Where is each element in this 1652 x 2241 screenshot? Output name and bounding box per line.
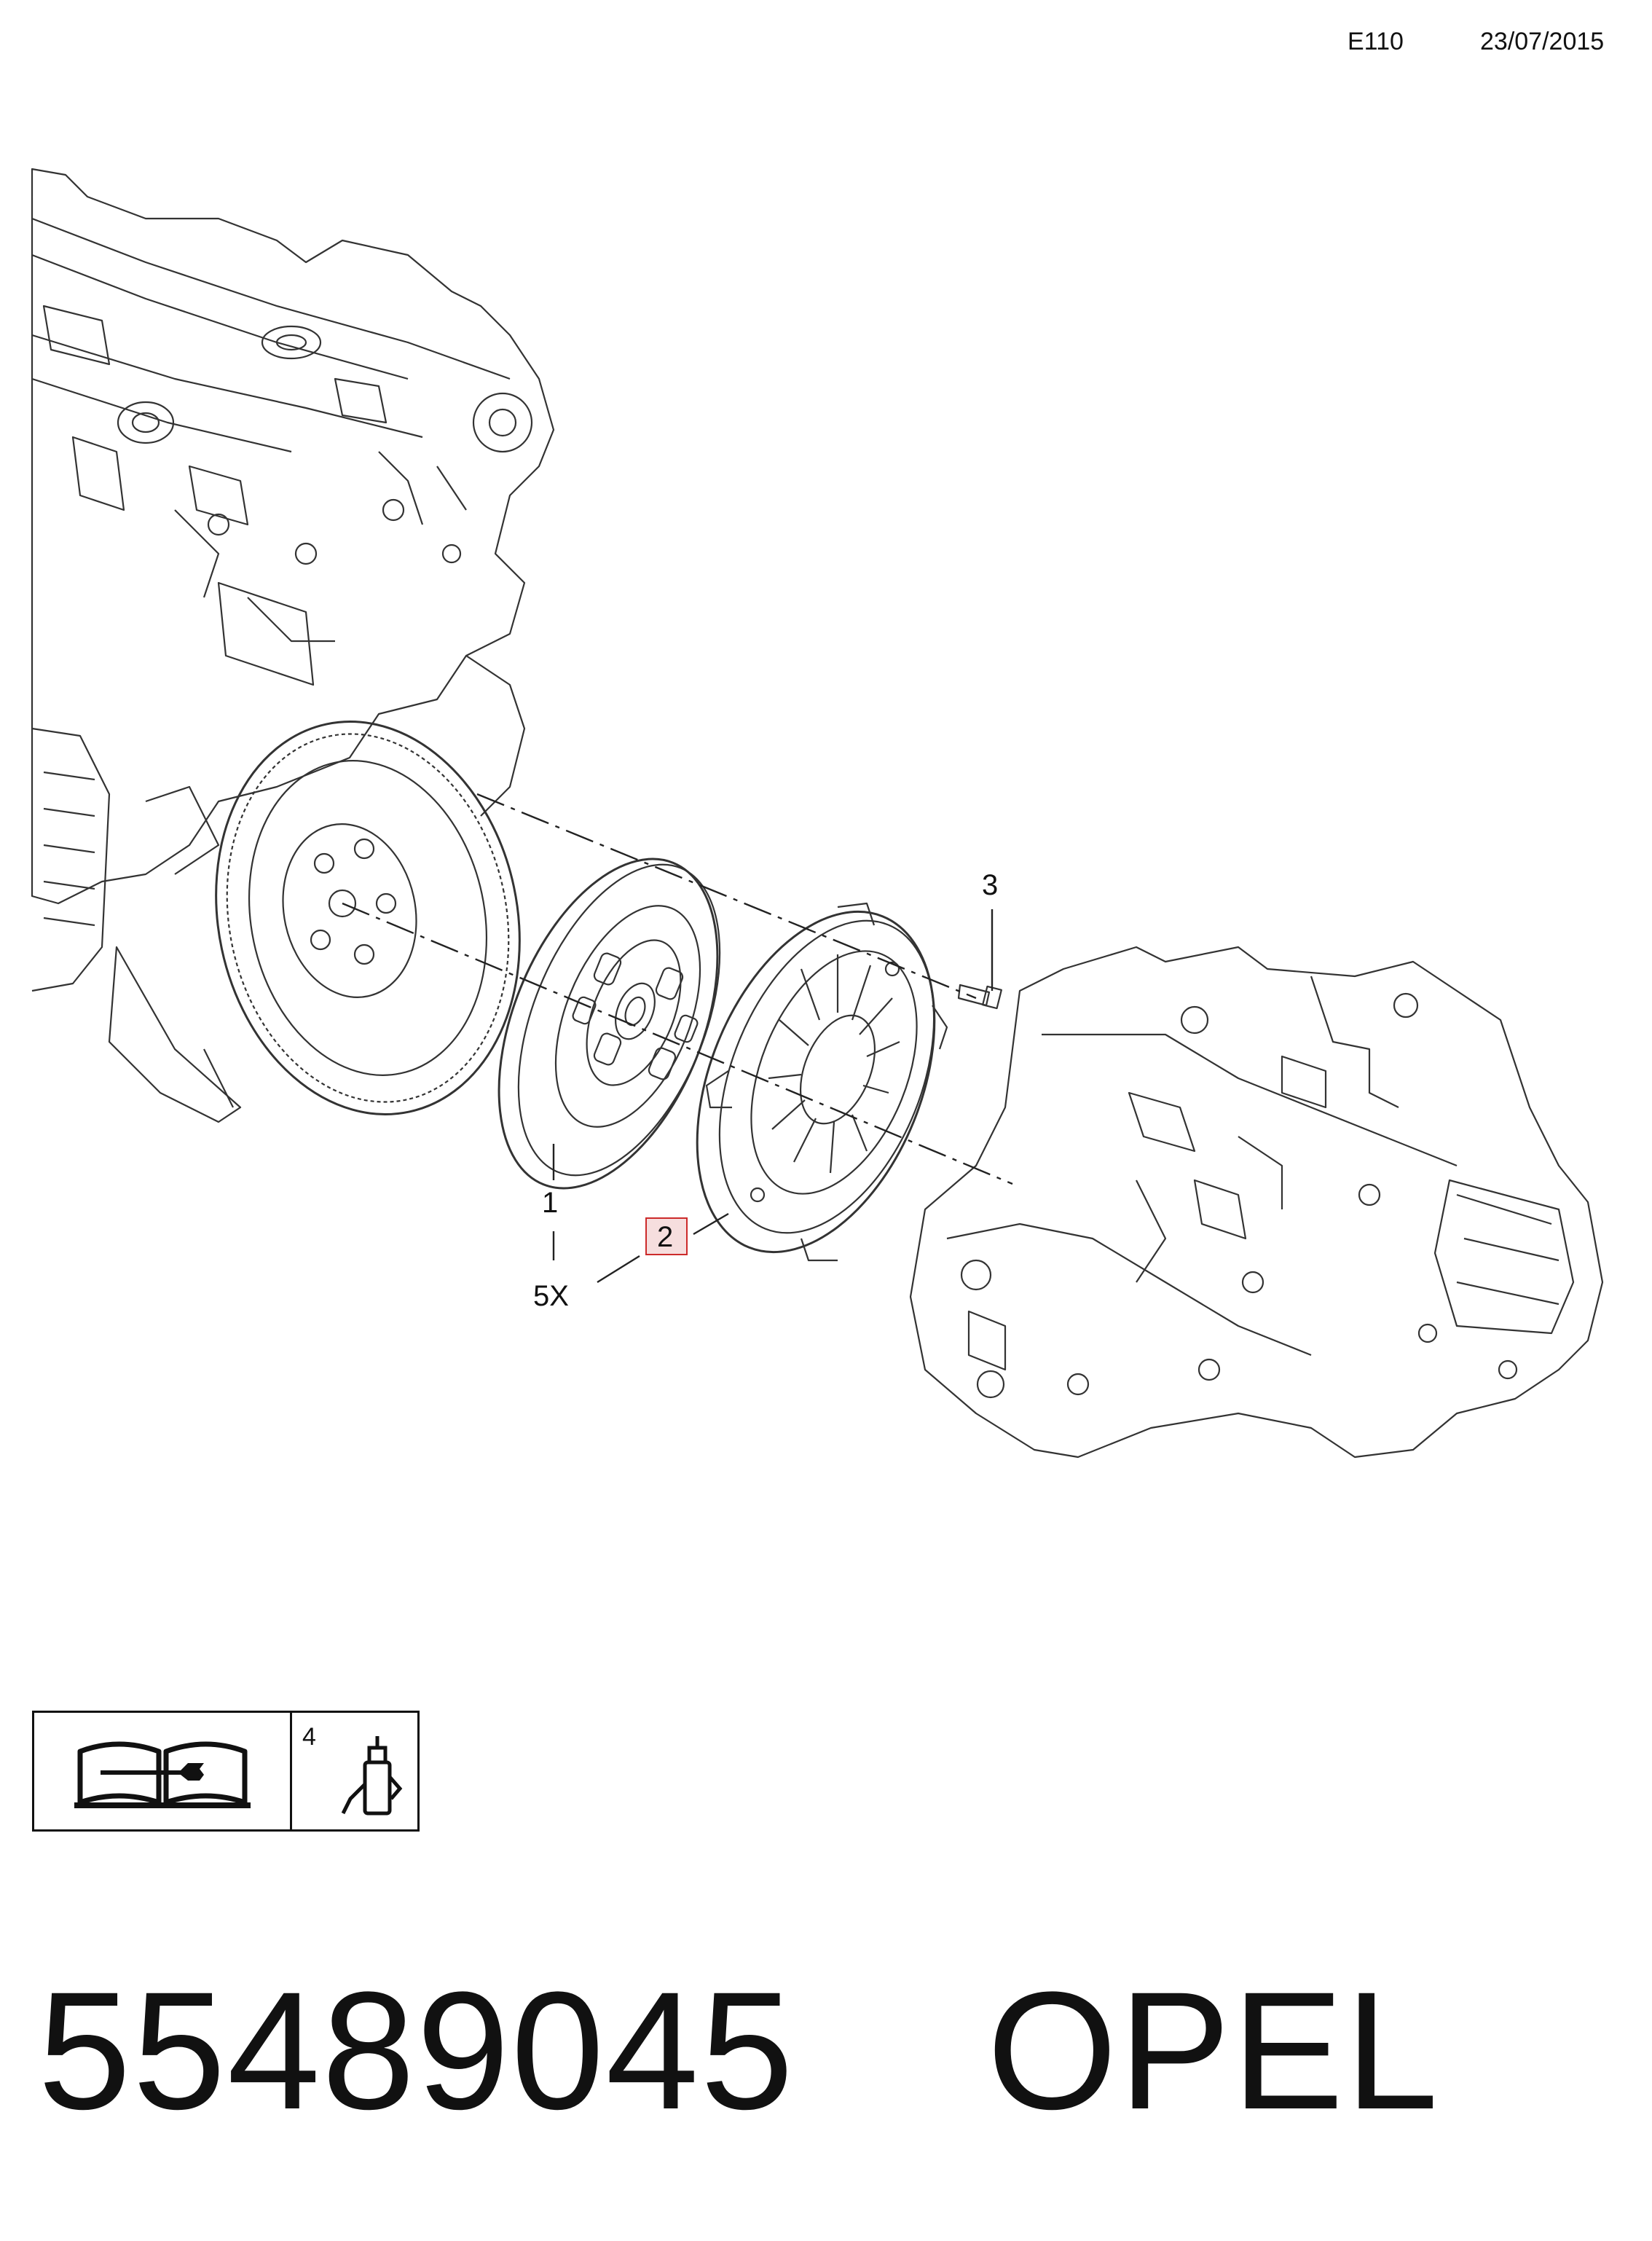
diagram-date: 23/07/2015 xyxy=(1480,28,1605,55)
callout-2[interactable]: 2 xyxy=(657,1221,673,1253)
grease-symbol-number: 4 xyxy=(302,1723,316,1751)
callout-5x: 5X xyxy=(533,1280,569,1312)
callout-2-highlight xyxy=(645,1217,688,1255)
brand-name: OPEL xyxy=(986,1957,1440,2144)
exploded-clutch-diagram: 1 2 3 5X xyxy=(31,168,1604,1459)
symbol-legend: 4 xyxy=(32,1711,420,1832)
transmission-illustration xyxy=(909,946,1604,1459)
clutch-disc xyxy=(497,857,721,1190)
grease-tube-icon xyxy=(341,1736,403,1816)
diagram-code: E110 xyxy=(1348,28,1404,55)
part-number-footer: 55489045 OPEL xyxy=(38,1967,1440,2135)
part-number: 55489045 xyxy=(38,1957,795,2144)
callout-1: 1 xyxy=(542,1187,558,1219)
repair-manual-icon xyxy=(34,1713,292,1829)
pressure-plate xyxy=(696,902,948,1262)
callout-3: 3 xyxy=(982,869,998,901)
engine-illustration xyxy=(31,168,555,1123)
flywheel xyxy=(215,721,521,1115)
grease-symbol: 4 xyxy=(292,1713,417,1829)
callout-leaders xyxy=(552,909,994,1284)
alignment-centerlines xyxy=(342,793,1013,1185)
bolt xyxy=(957,984,1002,1010)
